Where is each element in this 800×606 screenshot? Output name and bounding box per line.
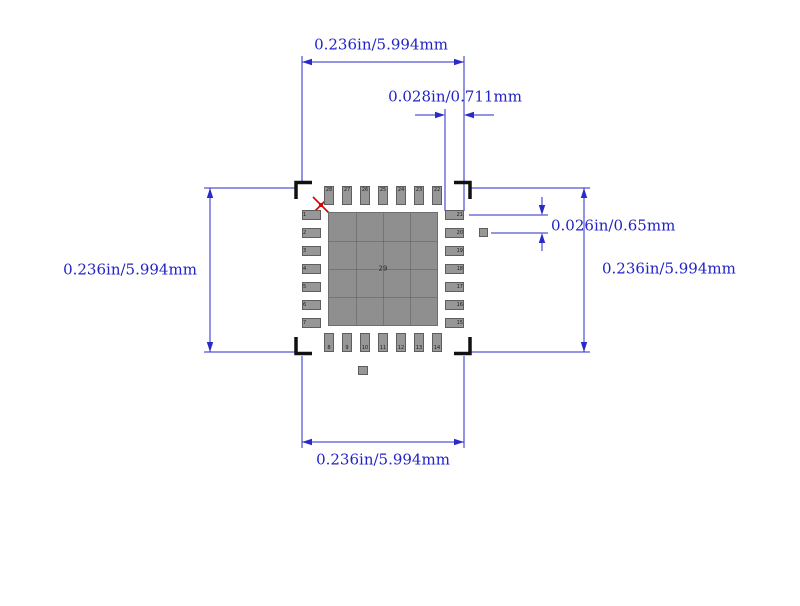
pin-pad: 21 [445,210,464,220]
pin-pad: 19 [445,246,464,256]
pin-pad: 5 [302,282,321,292]
pin-number: 26 [361,187,369,193]
pad-pitch-dimension [469,197,548,251]
bottom-dimension-label: 0.236in/5.994mm [316,450,450,469]
pin-pad: 17 [445,282,464,292]
pin-pad: 8 [324,333,334,352]
pin-number: 10 [361,345,369,351]
reference-pad-bottom [358,366,368,375]
pin-number: 28 [325,187,333,193]
pin-pad: 3 [302,246,321,256]
pin-pad: 1 [302,210,321,220]
top-dimension-label: 0.236in/5.994mm [314,35,448,54]
top-dimension [301,56,465,211]
pin-pad: 10 [360,333,370,352]
pin-number: 5 [303,284,307,290]
right-dimension [470,187,590,353]
pin-number: 1 [303,212,307,218]
pin-pad: 2 [302,228,321,238]
stencil-gridline [329,241,437,242]
thermal-pad-number: 29 [378,264,388,273]
pin-number: 19 [456,248,463,254]
pin-pad: 7 [302,318,321,328]
pin-number: 2 [303,230,307,236]
pin-pad: 26 [360,186,370,205]
pin-number: 27 [343,187,351,193]
pin-pad: 16 [445,300,464,310]
pin-number: 6 [303,302,307,308]
bottom-dimension [301,356,465,448]
pin-pad: 14 [432,333,442,352]
pin-number: 25 [379,187,387,193]
pin-number: 20 [456,230,463,236]
stencil-gridline [410,213,411,325]
pin-pad: 15 [445,318,464,328]
pin-pad: 22 [432,186,442,205]
reference-pad-right [479,228,488,237]
pin-number: 17 [456,284,463,290]
stencil-gridline [329,269,437,270]
thermal-pad: 29 [328,212,438,326]
stencil-gridline [383,213,384,325]
pin-number: 16 [456,302,463,308]
pin-pad: 28 [324,186,334,205]
pin-pad: 23 [414,186,424,205]
pin-number: 15 [456,320,463,326]
pin-pad: 20 [445,228,464,238]
pin-number: 13 [415,345,423,351]
left-dimension-label: 0.236in/5.994mm [63,260,197,279]
pin-pad: 24 [396,186,406,205]
pin-pad: 9 [342,333,352,352]
pin-number: 4 [303,266,307,272]
pin-number: 8 [327,345,331,351]
pin-pad: 18 [445,264,464,274]
pad-pitch-dimension-label: 0.026in/0.65mm [551,216,676,235]
pin-number: 9 [345,345,349,351]
pin-number: 23 [415,187,423,193]
pin-number: 24 [397,187,405,193]
stencil-gridline [329,297,437,298]
pin-number: 7 [303,320,307,326]
pin-number: 12 [397,345,405,351]
stencil-gridline [356,213,357,325]
pin-number: 18 [456,266,463,272]
pin-pad: 4 [302,264,321,274]
pin-number: 3 [303,248,307,254]
pin-pad: 13 [414,333,424,352]
right-dimension-label: 0.236in/5.994mm [602,259,736,278]
pin-number: 14 [433,345,441,351]
pad-length-dimension-label: 0.028in/0.711mm [388,87,522,106]
pad-length-dimension [415,109,494,211]
pin-number: 22 [433,187,441,193]
corner-brackets [294,180,472,356]
pin-number: 11 [379,345,387,351]
pin-pad: 6 [302,300,321,310]
left-dimension [204,187,296,353]
pin-pad: 11 [378,333,388,352]
pin-number: 21 [456,212,463,218]
pin-pad: 12 [396,333,406,352]
pin-pad: 25 [378,186,388,205]
pin-pad: 27 [342,186,352,205]
